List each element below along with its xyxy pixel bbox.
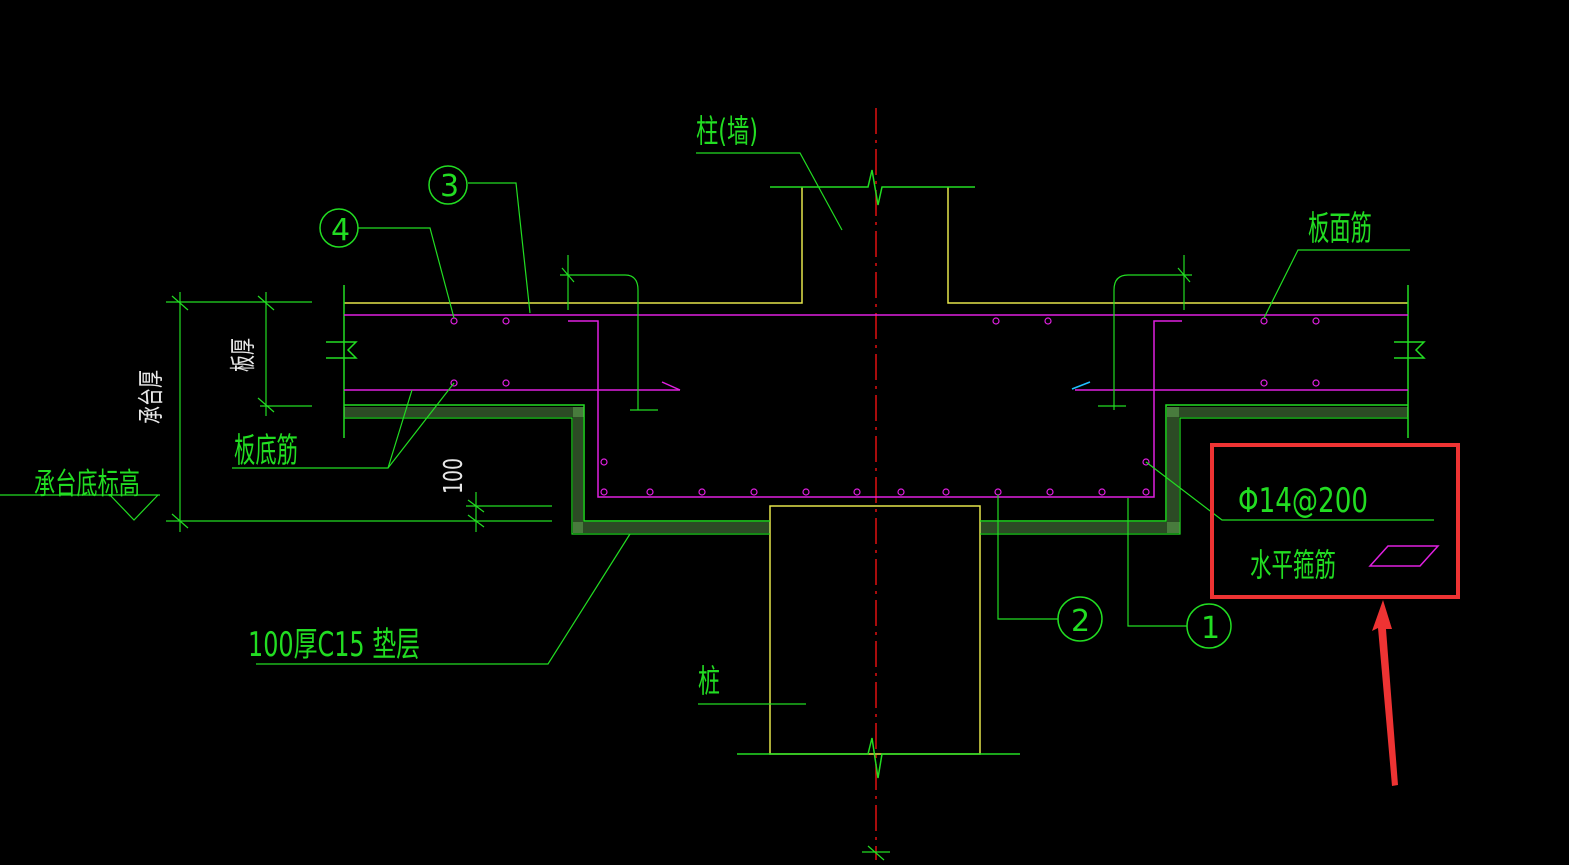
cyan-hook-mark (1071, 381, 1091, 390)
rebar-lines (344, 314, 1408, 498)
stirrup-spec-label: Φ14@200 (1238, 481, 1368, 521)
column-break-line (770, 169, 975, 206)
cap-outline (326, 285, 1426, 522)
highlight-box (1210, 443, 1460, 599)
callout-4: 4 (331, 213, 350, 248)
callout-2: 2 (1071, 604, 1090, 639)
callout-3: 3 (440, 169, 459, 204)
rebar-dots (450, 317, 1320, 496)
callout-1: 1 (1201, 611, 1220, 646)
callout-circles (319, 165, 1232, 649)
cap-thickness-label: 承台厚 (137, 370, 167, 424)
bedding-layer (344, 417, 1408, 535)
column-wall-label: 柱(墙) (696, 112, 758, 150)
thickness-dimensions (166, 292, 552, 532)
slab-thickness-label: 板厚 (229, 338, 259, 372)
elevation-symbol (0, 494, 160, 521)
column-outline (344, 187, 1408, 304)
leader-lines (232, 152, 1434, 705)
slab-bottom-rebar-label: 板底筋 (234, 431, 298, 471)
dim-100-label: 100 (439, 458, 469, 494)
anchorage-dimensions (560, 255, 1192, 411)
stirrup-description-label: 水平箍筋 (1250, 546, 1336, 584)
bedding-hatch (344, 407, 1408, 533)
pile-label: 桩 (698, 662, 720, 700)
pile-outline (769, 505, 981, 755)
slab-top-rebar-label: 板面筋 (1308, 209, 1372, 249)
highlight-arrow (1372, 600, 1398, 786)
pile-break-line (737, 737, 1020, 779)
bedding-label: 100厚C15 垫层 (248, 625, 420, 665)
bottom-cross-mark (862, 845, 890, 861)
cap-bottom-elevation-label: 承台底标高 (34, 467, 140, 502)
stirrup-symbol (1368, 545, 1440, 567)
